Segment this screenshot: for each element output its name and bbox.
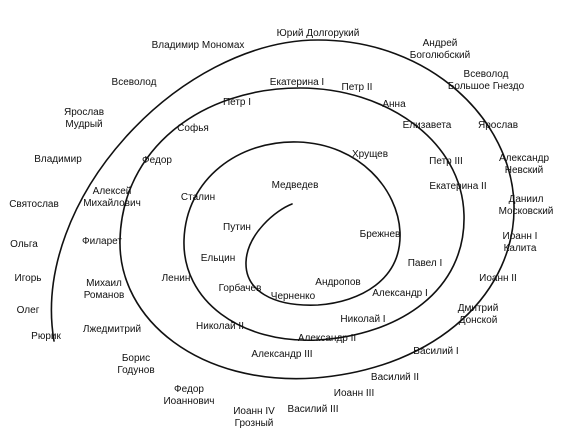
label-pavel-1: Павел I: [407, 258, 443, 269]
label-ekaterina-2: Екатерина II: [429, 181, 487, 192]
label-monomakh: Владимир Мономах: [151, 40, 245, 51]
label-andropov: Андропов: [315, 277, 361, 288]
label-filaret: Филарет: [82, 236, 122, 247]
label-khrushchev: Хрущев: [351, 149, 389, 160]
label-ryurik: Рюрик: [31, 331, 61, 342]
label-vsevolod: Всеволод: [111, 77, 157, 88]
label-eltsin: Ельцин: [200, 253, 236, 264]
label-ioann-3: Иоанн III: [333, 388, 375, 399]
label-alexey: Алексей Михайлович: [83, 186, 141, 209]
label-boris: Борис Годунов: [117, 353, 155, 376]
label-svyatoslav: Святослав: [9, 199, 59, 210]
label-ioann-kalita: Иоанн I Калита: [502, 231, 538, 254]
label-oleg: Олег: [16, 305, 40, 316]
label-mikhail: Михаил Романов: [83, 278, 125, 301]
label-ekaterina-1: Екатерина I: [269, 77, 325, 88]
label-nikolay-2: Николай II: [196, 321, 244, 332]
label-nikolay-1: Николай I: [340, 314, 386, 325]
label-vasily-1: Василий I: [413, 346, 459, 357]
label-petr-1: Петр I: [222, 97, 252, 108]
label-medvedev: Медведев: [271, 180, 319, 191]
label-lenin: Ленин: [161, 273, 191, 284]
label-alexandr-1: Александр I: [372, 288, 428, 299]
label-alexandr-nevsky: Александр Невский: [498, 153, 550, 176]
label-fedor-ioannovich: Федор Иоаннович: [163, 384, 215, 407]
label-daniil: Даниил Московский: [498, 194, 554, 217]
label-chernenko: Черненко: [270, 291, 316, 302]
label-stalin: Сталин: [180, 192, 216, 203]
label-brezhnev: Брежнев: [359, 229, 401, 240]
label-dmitry-donskoy: Дмитрий Донской: [457, 303, 499, 326]
label-ioann-4: Иоанн IV Грозный: [233, 406, 275, 429]
label-igor: Игорь: [14, 273, 42, 284]
label-ioann-2: Иоанн II: [479, 273, 517, 284]
label-putin: Путин: [223, 222, 251, 233]
label-vasily-2: Василий II: [370, 372, 420, 383]
label-yuri: Юрий Долгорукий: [276, 28, 360, 39]
label-anna: Анна: [382, 99, 406, 110]
label-olga: Ольга: [10, 239, 38, 250]
label-alexandr-2: Александр II: [297, 333, 357, 344]
label-petr-2: Петр II: [341, 82, 373, 93]
label-lzhedmitry: Лжедмитрий: [82, 324, 142, 335]
label-fedor: Федор: [142, 155, 172, 166]
label-sofya: Софья: [177, 123, 209, 134]
label-vasily-3: Василий III: [287, 404, 339, 415]
label-elizaveta: Елизавета: [402, 120, 452, 131]
label-vladimir: Владимир: [34, 154, 82, 165]
label-petr-3: Петр III: [429, 156, 463, 167]
label-vsevolod-bg: Всеволод Большое Гнездо: [447, 69, 525, 92]
label-gorbachev: Горбачев: [218, 283, 262, 294]
label-alexandr-3: Александр III: [251, 349, 313, 360]
label-yaroslav-mudry: Ярослав Мудрый: [63, 107, 105, 130]
label-andrey: Андрей Боголюбский: [409, 38, 471, 61]
spiral-curve: [50, 39, 515, 380]
label-yaroslav: Ярослав: [477, 120, 519, 131]
